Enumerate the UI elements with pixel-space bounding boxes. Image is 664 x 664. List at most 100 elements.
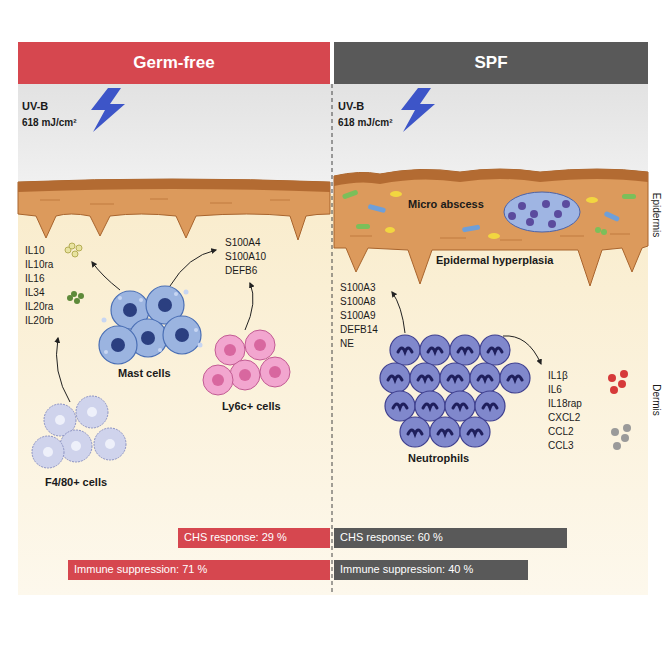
neutrophils-part-part xyxy=(438,430,452,434)
ly6c-cells-part-part xyxy=(239,369,251,381)
epidermis-left xyxy=(18,179,330,240)
neutrophils xyxy=(380,335,530,447)
secretion-arrows xyxy=(57,250,542,402)
f480-cells-part xyxy=(76,396,108,428)
mast-cells-part-part xyxy=(104,350,108,354)
f480-cells-part xyxy=(43,407,115,457)
f480-cells-part xyxy=(60,430,92,462)
micro-abscess xyxy=(504,192,580,232)
neutrophils-part xyxy=(460,417,490,447)
mast-cells-part-part xyxy=(102,318,107,323)
mast-cells-part-part xyxy=(123,303,137,317)
neutrophils-part-part xyxy=(388,376,402,380)
neutrophils-part xyxy=(480,335,510,365)
gene-label: CXCL2 xyxy=(548,412,580,424)
mast-cells-part xyxy=(102,290,203,355)
gene-label: IL34 xyxy=(25,287,44,299)
mast-cells-part-part xyxy=(139,298,143,302)
neutrophils-part xyxy=(385,391,415,421)
gene-label: S100A3 xyxy=(340,282,376,294)
micro-abscess-part xyxy=(548,220,556,228)
result-bar: Immune suppression: 71 % xyxy=(68,560,330,580)
bacteria-part xyxy=(462,224,481,232)
neutrophils-part-part xyxy=(398,348,412,352)
cytokine-granules-part xyxy=(76,245,82,251)
mast-cells-part-part xyxy=(158,298,172,312)
micro-abscess-part xyxy=(508,212,516,220)
divider-line xyxy=(332,84,333,595)
group-header: SPF xyxy=(334,42,648,84)
mast-cells xyxy=(99,286,203,364)
neutrophils-part-part xyxy=(418,376,432,380)
ly6c-cells-part xyxy=(212,339,281,386)
neutrophils-part-part xyxy=(423,404,437,408)
micro-abscess-part xyxy=(530,210,538,218)
micro-abscess-part xyxy=(554,210,562,218)
gene-label: DEFB6 xyxy=(225,265,257,277)
mast-cells-part xyxy=(163,316,201,354)
cytokine-granules-part xyxy=(608,374,616,382)
bacteria-part xyxy=(368,204,387,213)
f480-cells-part-part xyxy=(105,439,115,449)
uv-dose: 618 mJ/cm² xyxy=(22,117,76,129)
ly6c-cells-part-part xyxy=(269,366,281,378)
uv-dose: 618 mJ/cm² xyxy=(338,117,392,129)
ly6c-cells-part xyxy=(230,360,260,390)
gene-label: DEFB14 xyxy=(340,324,378,336)
neutrophils-part xyxy=(500,363,530,393)
mast-cells-part-part xyxy=(194,328,198,332)
uv-lightning-part xyxy=(401,88,435,132)
bacteria-part xyxy=(356,224,370,229)
secretion-arrows-part xyxy=(170,250,216,286)
neutrophils-part xyxy=(420,335,450,365)
cytokine-granules xyxy=(65,243,631,450)
epidermis-left-part xyxy=(18,179,330,240)
bacteria-part xyxy=(342,189,359,199)
neutrophils-part-part xyxy=(408,430,422,434)
neutrophils-part-part xyxy=(453,404,467,408)
lesion-label: Epidermal hyperplasia xyxy=(436,254,553,267)
ly6c-cells-part-part xyxy=(224,344,236,356)
neutrophils-part xyxy=(475,391,505,421)
gene-label: NE xyxy=(340,338,354,350)
secretion-arrows-part xyxy=(245,283,253,330)
mast-cells-part-part xyxy=(174,292,178,296)
ly6c-cells-part-part xyxy=(254,339,266,351)
mast-cells-part xyxy=(111,298,189,352)
micro-abscess-part xyxy=(518,202,526,210)
gene-label: IL1β xyxy=(548,370,568,382)
micro-abscess-part xyxy=(562,200,570,208)
cell-label: Neutrophils xyxy=(408,452,469,465)
epidermis-left-part xyxy=(40,199,290,204)
bacteria xyxy=(342,189,636,239)
ly6c-cells-part xyxy=(203,365,233,395)
neutrophils-part xyxy=(430,417,460,447)
group-header: Germ-free xyxy=(18,42,330,84)
cytokine-granules-part xyxy=(71,291,77,297)
neutrophils-part-part xyxy=(468,430,482,434)
epidermis-right-part xyxy=(350,234,630,240)
mast-cells-part-part xyxy=(184,290,189,295)
uv-label: UV-B xyxy=(22,100,48,113)
result-bar-text: Immune suppression: 71 % xyxy=(74,563,207,576)
gene-label: CCL3 xyxy=(548,440,574,452)
mast-cells-part-part xyxy=(175,328,189,342)
bacteria-part xyxy=(603,211,620,222)
bacteria-part xyxy=(622,194,636,199)
f480-cells-part-part xyxy=(87,407,97,417)
secretion-arrows-part xyxy=(57,338,71,402)
f480-cells-part xyxy=(32,436,64,468)
f480-cells-part-part xyxy=(55,415,65,425)
air-ground xyxy=(18,84,648,194)
neutrophils-part xyxy=(390,335,420,365)
micro-abscess-part xyxy=(504,192,580,232)
mast-cells-part xyxy=(99,326,137,364)
gene-label: S100A4 xyxy=(225,237,261,249)
result-bar-text: CHS response: 60 % xyxy=(340,531,443,544)
uv-label: UV-B xyxy=(338,100,364,113)
gene-label: IL16 xyxy=(25,273,44,285)
cytokine-granules-part xyxy=(623,424,631,432)
layer-label: Dermis xyxy=(650,384,662,416)
dermis-ground xyxy=(18,84,648,595)
cell-label: F4/80+ cells xyxy=(45,476,107,489)
